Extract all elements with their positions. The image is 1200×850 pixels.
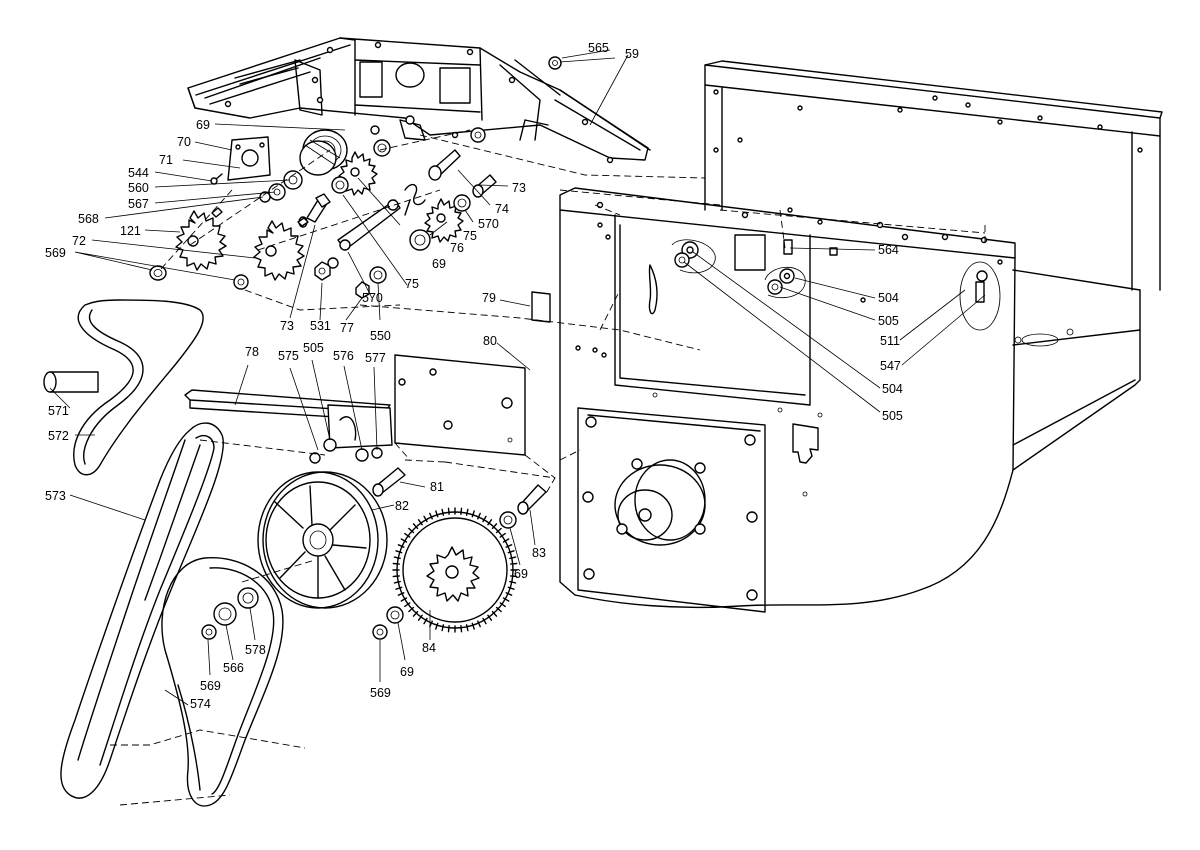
label-74: 74 [495, 202, 509, 216]
label-565: 565 [588, 41, 609, 55]
label-571: 571 [48, 404, 69, 418]
label-566: 566 [223, 661, 244, 675]
label-573: 573 [45, 489, 66, 503]
label-70: 70 [177, 135, 191, 149]
gear-84 [372, 507, 518, 640]
label-79: 79 [482, 291, 496, 305]
label-78: 78 [245, 345, 259, 359]
label-69: 69 [432, 257, 446, 271]
label-75: 75 [463, 229, 477, 243]
label-578: 578 [245, 643, 266, 657]
top-chassis [187, 37, 721, 206]
label-505: 505 [878, 314, 899, 328]
label-121: 121 [120, 224, 141, 238]
label-564: 564 [878, 243, 899, 257]
label-77: 77 [340, 321, 354, 335]
label-576: 576 [333, 349, 354, 363]
label-574: 574 [190, 697, 211, 711]
label-81: 81 [430, 480, 444, 494]
upper-parts [149, 56, 562, 299]
label-575: 575 [278, 349, 299, 363]
label-567: 567 [128, 197, 149, 211]
label-569: 569 [370, 686, 391, 700]
label-72: 72 [72, 234, 86, 248]
part-labels: 565 59 69 70 71 544 560 567 568 121 72 5… [45, 41, 903, 711]
label-69: 69 [514, 567, 528, 581]
machine-frame [531, 60, 1163, 613]
label-569: 569 [200, 679, 221, 693]
label-569: 569 [45, 246, 66, 260]
label-550: 550 [370, 329, 391, 343]
label-568: 568 [78, 212, 99, 226]
label-84: 84 [422, 641, 436, 655]
label-75: 75 [405, 277, 419, 291]
belts [43, 289, 401, 807]
label-71: 71 [159, 153, 173, 167]
label-59: 59 [625, 47, 639, 61]
label-544: 544 [128, 166, 149, 180]
label-83: 83 [532, 546, 546, 560]
middle-bracket [184, 289, 701, 529]
label-73: 73 [512, 181, 526, 195]
label-577: 577 [365, 351, 386, 365]
label-504: 504 [878, 291, 899, 305]
label-69: 69 [400, 665, 414, 679]
pulley-82 [257, 471, 388, 609]
label-69: 69 [196, 118, 210, 132]
leader-lines [49, 49, 986, 706]
label-560: 560 [128, 181, 149, 195]
label-505: 505 [882, 409, 903, 423]
label-570: 570 [362, 291, 383, 305]
label-73: 73 [280, 319, 294, 333]
label-504: 504 [882, 382, 903, 396]
label-511: 511 [880, 334, 900, 348]
label-547: 547 [880, 359, 901, 373]
label-570: 570 [478, 217, 499, 231]
gear-teeth [392, 507, 518, 633]
label-82: 82 [395, 499, 409, 513]
label-531: 531 [310, 319, 331, 333]
label-80: 80 [483, 334, 497, 348]
label-505: 505 [303, 341, 324, 355]
label-76: 76 [450, 241, 464, 255]
label-572: 572 [48, 429, 69, 443]
